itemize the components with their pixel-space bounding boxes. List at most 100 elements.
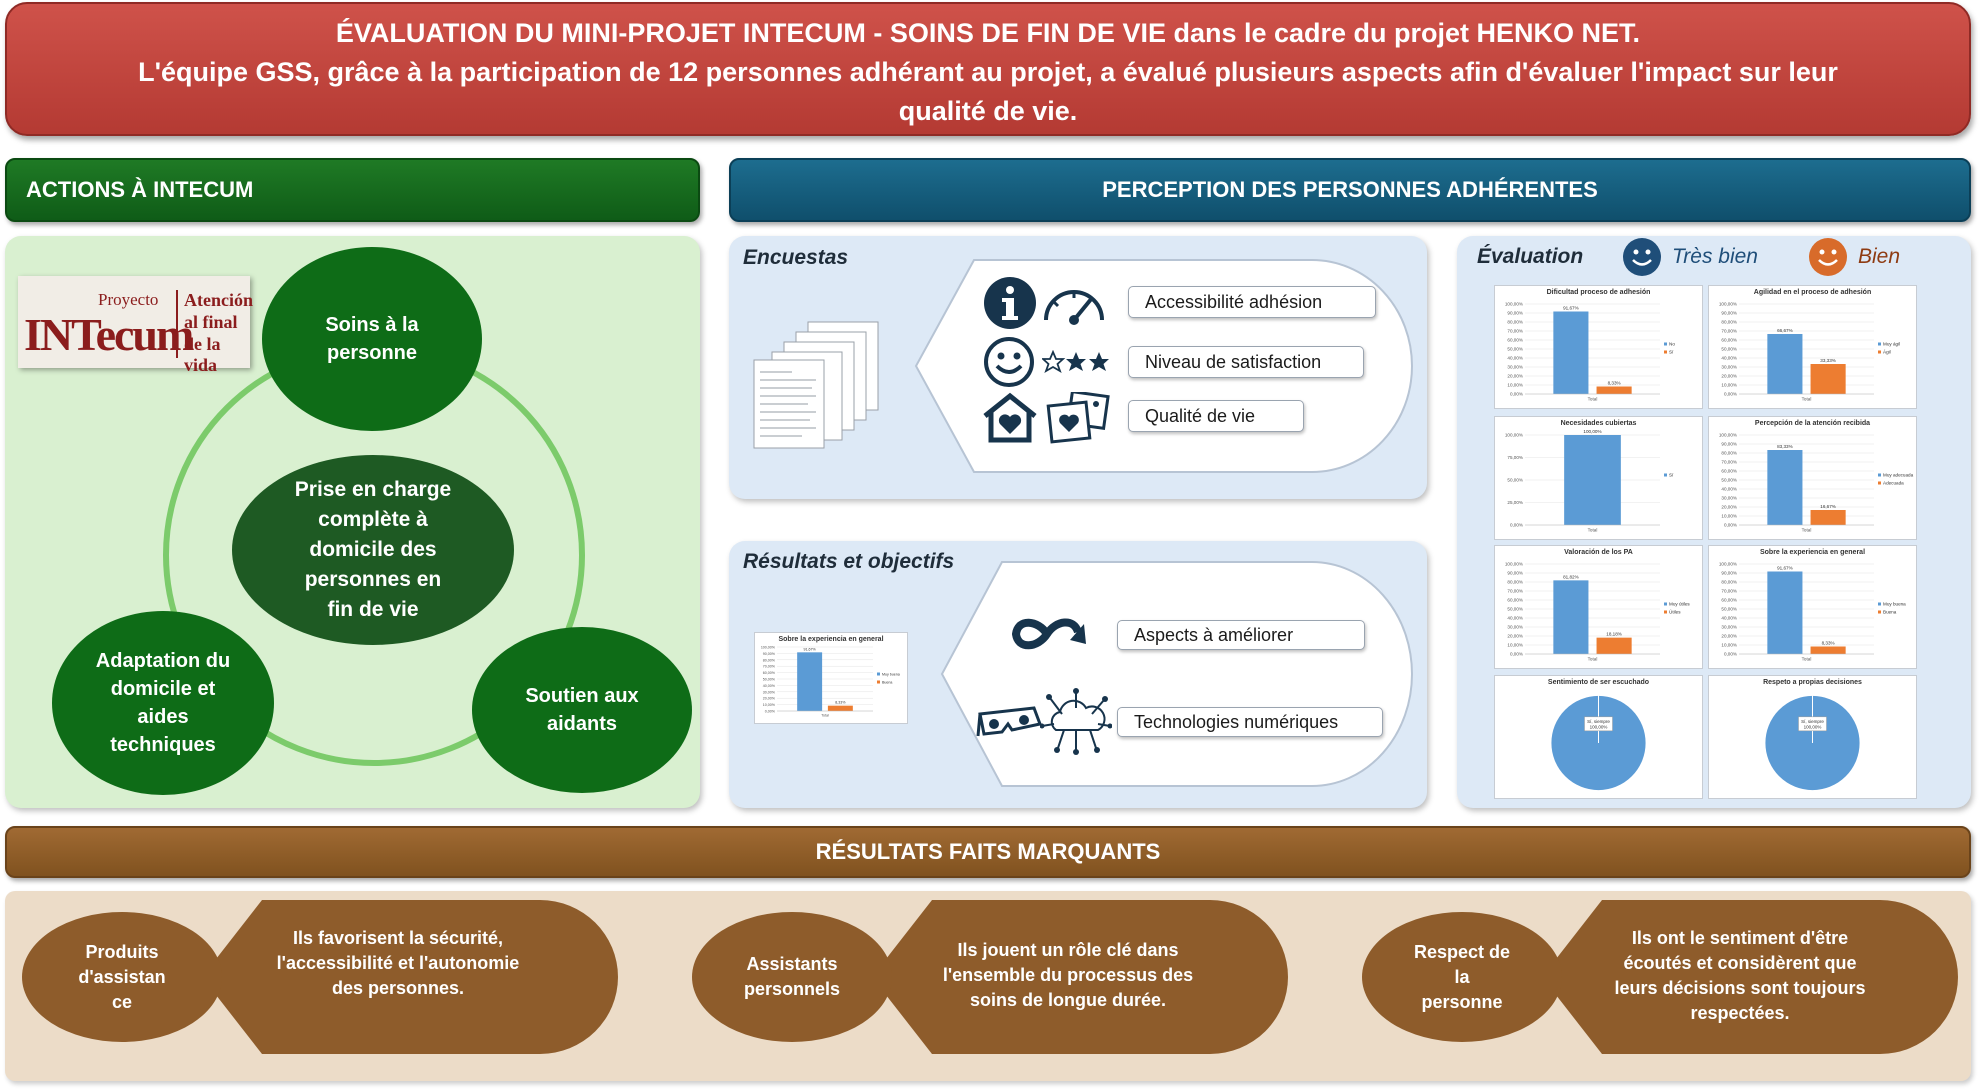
logo-name: INTecum [24,309,194,360]
chart-title: Valoración de los PA [1564,549,1633,556]
resultats-title: Résultats et objectifs [743,550,955,573]
x-tick-label: Total [1802,397,1812,402]
y-tick-label: 10,00% [1721,383,1737,388]
label-technologies: Technologies numériques [1117,707,1383,737]
legend-bien: Bien [1858,245,1901,268]
y-tick-label: 90,00% [1507,311,1523,316]
bar-data-label: 66,67% [1777,328,1793,333]
y-tick-label: 30,00% [1507,625,1523,630]
y-tick-label: 60,00% [1721,598,1737,603]
chart-svg: 0,00%10,00%20,00%30,00%40,00%50,00%60,00… [1505,302,1675,402]
y-tick-label: 25,00% [1507,500,1523,505]
resultats-callout [940,561,1413,787]
y-tick-label: 75,00% [1507,455,1523,460]
y-tick-label: 90,00% [1507,571,1523,576]
highlight-1-label: Produits d'assistan ce [22,912,222,1042]
header-banner: ÉVALUATION DU MINI-PROJET INTECUM - SOIN… [5,2,1971,136]
y-tick-label: 0,00% [1510,392,1523,397]
chart-title: Respeto a propias decisiones [1763,679,1862,686]
highlight-1-text: Ils favorisent la sécurité, l'accessibil… [276,928,520,998]
legend-swatch [1878,481,1881,485]
y-tick-label: 50,00% [1721,347,1737,352]
y-tick-label: 0,00% [765,710,776,714]
y-tick-label: 90,00% [1721,311,1737,316]
chart-title: Sobre la experiencia en general [778,636,884,643]
y-tick-label: 20,00% [1721,374,1737,379]
y-tick-label: 40,00% [1721,356,1737,361]
y-tick-label: 90,00% [763,652,776,656]
infinity-arrow-icon [1011,618,1086,650]
legend-swatch [1878,350,1881,354]
legend-label: Ágil [1883,349,1891,355]
bar-data-label: 8,33% [835,701,846,705]
photo-heart-icon [1046,392,1110,444]
highlights-section-bar: RÉSULTATS FAITS MARQUANTS [5,826,1971,878]
y-tick-label: 100,00% [1505,562,1523,567]
bar [1810,509,1846,525]
y-tick-label: 30,00% [1721,625,1737,630]
chart-svg: 0,00%10,00%20,00%30,00%40,00%50,00%60,00… [1719,433,1914,533]
y-tick-label: 50,00% [1507,607,1523,612]
highlight-2-text: Ils jouent un rôle clé dans l'ensemble d… [942,940,1194,1010]
highlight-2-label: Assistants personnels [692,912,892,1042]
y-tick-label: 30,00% [1721,496,1737,501]
y-tick-label: 30,00% [763,690,776,694]
intecum-logo: Proyecto INTecum Atención al final de la… [18,276,253,375]
legend-label: No [1669,342,1675,347]
bar-data-label: 8,33% [1608,381,1621,386]
chart-dificultad: Dificultad proceso de adhesión 0,00%10,00… [1494,285,1703,409]
x-tick-label: Total [1802,657,1812,662]
bien-smiley-icon [1809,238,1847,276]
x-tick-label: Total [1588,528,1598,533]
pie-data-label-box [1584,716,1613,732]
y-tick-label: 60,00% [1507,598,1523,603]
bar [1767,450,1803,525]
perception-section-title: PERCEPTION DES PERSONNES ADHÉRENTES [1102,177,1598,202]
bar [1810,364,1846,394]
y-tick-label: 50,00% [1721,478,1737,483]
y-tick-label: 100,00% [1505,433,1523,438]
highlight-2-shape [872,900,1288,1054]
legend-swatch [1664,350,1667,354]
chart-title: Necesidades cubiertas [1560,420,1637,427]
legend-swatch [877,672,880,676]
y-tick-label: 80,00% [1721,320,1737,325]
legend-swatch [1664,473,1667,477]
legend-label: Sí [1669,350,1674,355]
legend-tres-bien: Très bien [1672,245,1758,268]
y-tick-label: 60,00% [1721,469,1737,474]
highlight-1-shape [202,900,618,1054]
bar-data-label: 91,67% [804,647,817,651]
bar [1596,386,1632,394]
chart-svg: 0,00%10,00%20,00%30,00%40,00%50,00%60,00… [761,646,900,718]
chart-title: Sobre la experiencia en general [1759,549,1866,556]
bar-data-label: 100,00% [1583,429,1601,434]
logo-tagline-2: al final [184,312,238,332]
y-tick-label: 80,00% [1507,580,1523,585]
bar [1564,435,1621,525]
y-tick-label: 0,00% [1724,652,1737,657]
chart-title: Agilidad en el proceso de adhesión [1753,289,1872,296]
legend-label: Muy adecuada [1883,473,1914,478]
pie-value-label: 100,00% [1590,724,1608,729]
actions-section-title: ACTIONS À INTECUM [26,177,254,202]
y-tick-label: 70,00% [1721,589,1737,594]
gauge-icon [1044,290,1104,325]
bar [1767,571,1803,654]
chart-title: Dificultad proceso de adhesión [1546,289,1651,296]
legend-swatch [1664,602,1667,606]
bar-data-label: 91,67% [1777,565,1793,570]
y-tick-label: 20,00% [1721,634,1737,639]
legend-label: Muy buena [882,673,900,677]
y-tick-label: 100,00% [761,646,776,650]
node-adaptation-domicile: Adaptation du domicile et aides techniqu… [52,611,274,795]
legend-swatch [1664,610,1667,614]
pie-label: Sí, siempre [1801,719,1824,724]
